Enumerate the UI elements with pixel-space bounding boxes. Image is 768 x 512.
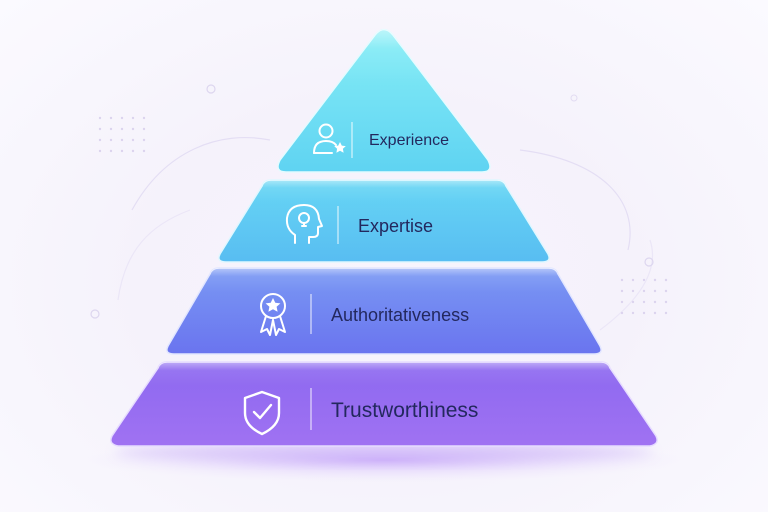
decorative-dot: [98, 127, 102, 131]
tier-label-experience: Experience: [369, 132, 449, 149]
decorative-dot: [653, 300, 657, 304]
decorative-dot: [98, 149, 102, 153]
tier-label-expertise: Expertise: [358, 216, 433, 236]
decorative-dot: [653, 289, 657, 293]
decorative-dot: [131, 149, 135, 153]
decorative-dot: [642, 311, 646, 315]
decorative-dot: [98, 116, 102, 120]
pyramid-tier-experience: Experience: [277, 28, 491, 173]
decorative-dot: [620, 300, 624, 304]
decorative-dot: [664, 311, 668, 315]
decorative-dot: [631, 311, 635, 315]
decorative-dot: [131, 138, 135, 142]
decorative-dot: [664, 278, 668, 282]
shield-check-icon: [243, 390, 281, 436]
decorative-dot: [653, 278, 657, 282]
decorative-dot: [120, 116, 124, 120]
decorative-dot: [109, 127, 113, 131]
decorative-dot: [642, 289, 646, 293]
decorative-dot: [142, 127, 146, 131]
decorative-dot: [109, 138, 113, 142]
decorative-dot: [120, 127, 124, 131]
decorative-dot: [109, 116, 113, 120]
tier-label-trustworthiness: Trustworthiness: [331, 399, 478, 422]
pyramid-tier-expertise: Expertise: [218, 179, 550, 263]
decorative-dot: [120, 138, 124, 142]
pyramid-tier-authoritativeness: Authoritativeness: [166, 267, 602, 355]
decorative-dot: [120, 149, 124, 153]
decorative-dot: [142, 116, 146, 120]
decorative-dot: [642, 300, 646, 304]
floor-shadow: [114, 442, 654, 462]
decorative-dot: [620, 289, 624, 293]
decorative-dot: [131, 127, 135, 131]
decorative-dot: [620, 311, 624, 315]
decorative-dot: [142, 138, 146, 142]
decorative-dot: [131, 116, 135, 120]
decorative-dot: [664, 300, 668, 304]
background-decoration: [90, 84, 668, 331]
decorative-dot: [109, 149, 113, 153]
award-ribbon-icon: [260, 293, 286, 336]
decorative-dot: [653, 311, 657, 315]
decorative-dot: [664, 289, 668, 293]
decorative-dot: [98, 138, 102, 142]
tier-label-authoritativeness: Authoritativeness: [331, 305, 469, 325]
user-star-icon: [313, 123, 346, 154]
decorative-dot: [631, 300, 635, 304]
decorative-dot: [142, 149, 146, 153]
decorative-dot: [631, 289, 635, 293]
pyramid-tier-trustworthiness: Trustworthiness: [110, 361, 658, 447]
head-lightbulb-icon: [285, 204, 323, 244]
decorative-dot: [620, 278, 624, 282]
decorative-dot: [642, 278, 646, 282]
decorative-dot: [631, 278, 635, 282]
